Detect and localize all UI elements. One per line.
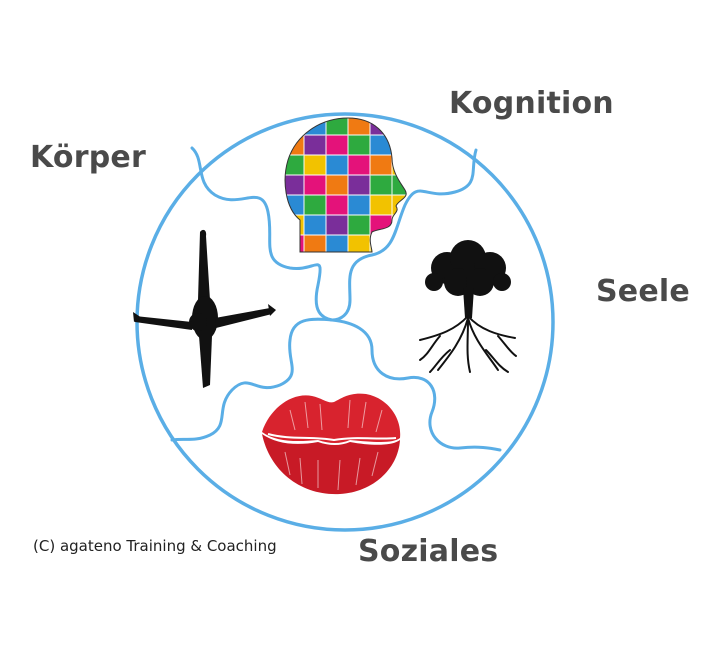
dancer-silhouette-icon: [133, 229, 276, 388]
divider-lines: [170, 146, 502, 452]
copyright-text: (C) agateno Training & Coaching: [33, 537, 277, 555]
label-koerper: Körper: [30, 140, 146, 175]
tree-with-roots-icon: [419, 240, 517, 373]
divider-top-right: [330, 148, 478, 322]
label-seele: Seele: [596, 274, 690, 309]
label-kognition: Kognition: [449, 86, 614, 121]
divider-bottom-right: [330, 318, 502, 452]
divider-top-left: [190, 146, 334, 322]
divider-bottom-left: [170, 317, 334, 442]
label-soziales: Soziales: [358, 534, 499, 569]
kiss-lips-icon: [262, 393, 401, 495]
